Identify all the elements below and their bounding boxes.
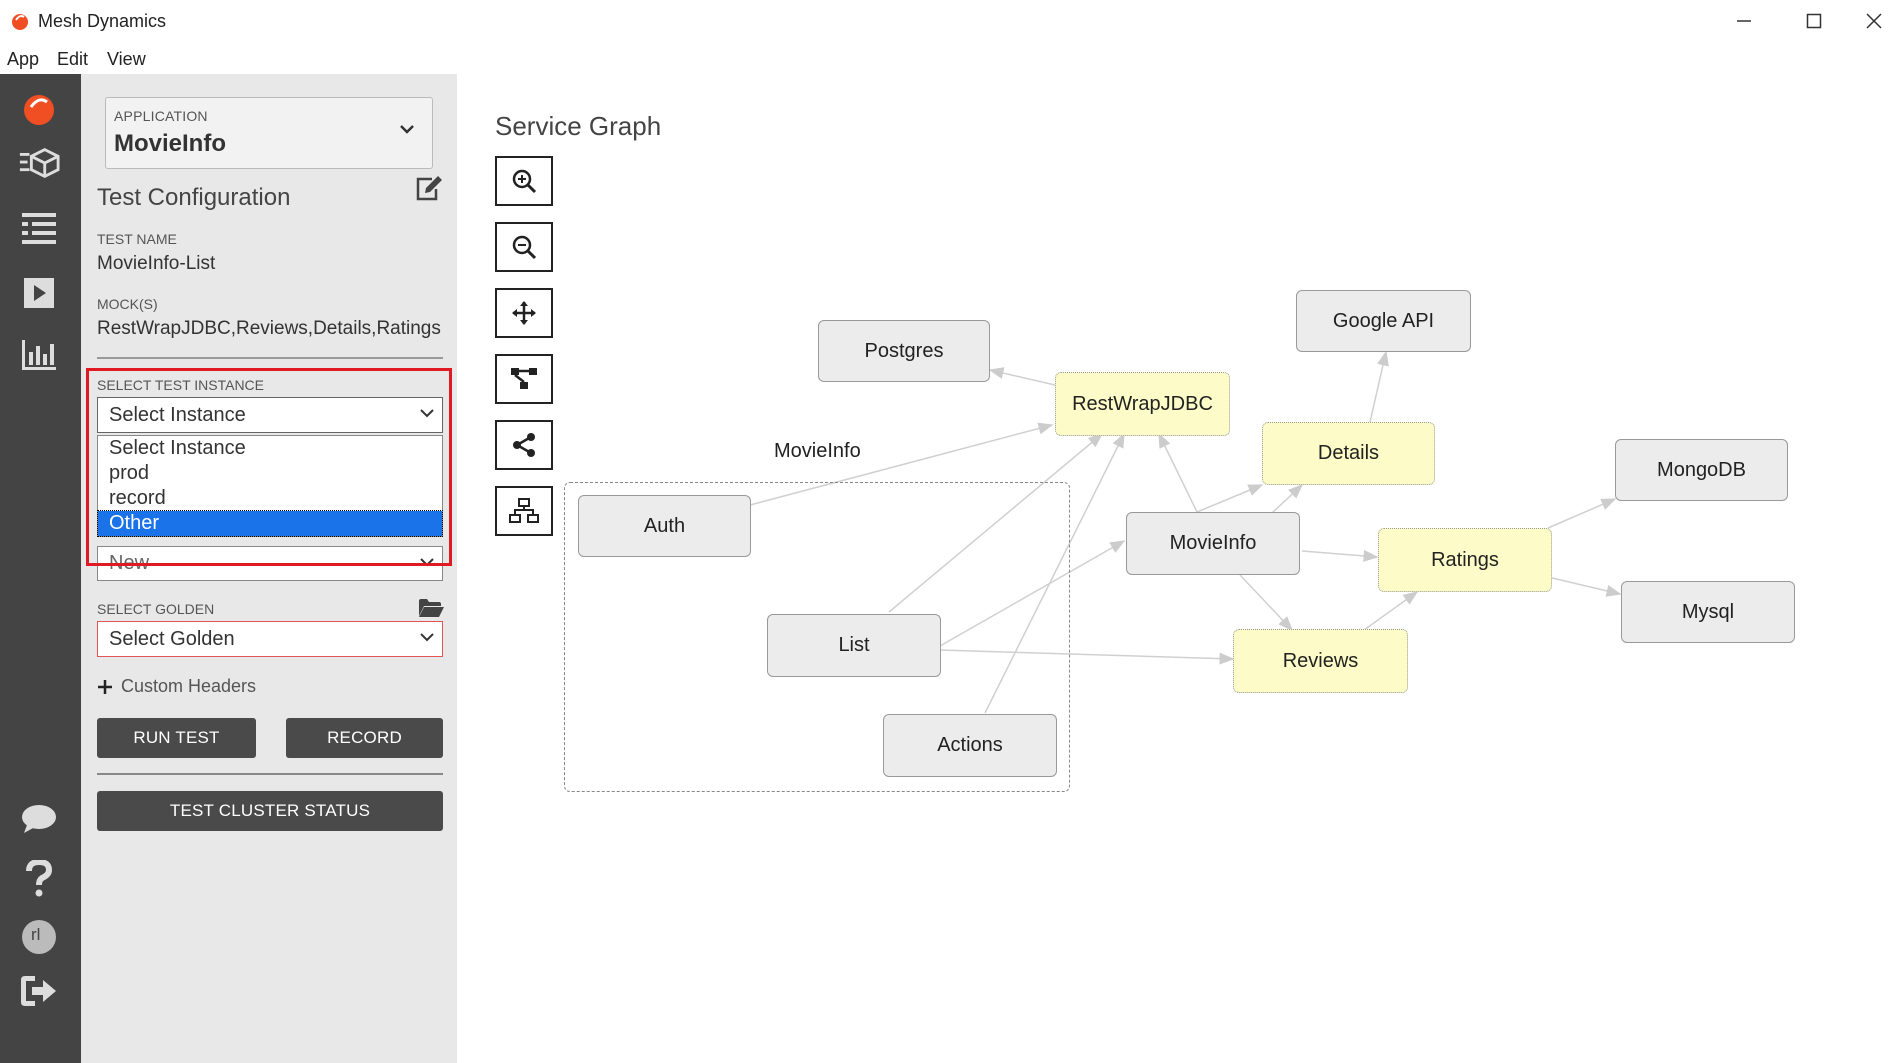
layout-tree-button[interactable] xyxy=(495,354,553,404)
divider xyxy=(97,357,443,359)
hierarchy-button[interactable] xyxy=(495,486,553,536)
dropdown-option[interactable]: record xyxy=(109,487,166,509)
node-auth[interactable]: Auth xyxy=(578,495,751,557)
folder-open-icon[interactable] xyxy=(418,598,444,618)
application-select[interactable]: APPLICATION MovieInfo xyxy=(105,97,433,169)
edit-icon[interactable] xyxy=(415,176,443,202)
sitemap-icon xyxy=(509,498,539,523)
edge xyxy=(1271,483,1304,514)
minimize-icon xyxy=(1737,20,1751,22)
dropdown-option[interactable]: Select Instance xyxy=(109,437,246,459)
node-postgres[interactable]: Postgres xyxy=(818,320,990,382)
test-name-value: MovieInfo-List xyxy=(97,253,216,274)
node-ratings[interactable]: Ratings xyxy=(1378,528,1552,592)
section-title: Test Configuration xyxy=(97,184,291,211)
movieinfo-group xyxy=(564,482,1070,792)
mesh-logo-icon xyxy=(12,14,28,30)
test-cluster-status-button[interactable]: TEST CLUSTER STATUS xyxy=(97,791,443,831)
edge xyxy=(1547,498,1617,529)
title-bar: Mesh Dynamics xyxy=(0,0,1891,42)
list-icon[interactable] xyxy=(18,208,60,250)
node-restwrapjdbc[interactable]: RestWrapJDBC xyxy=(1055,372,1230,436)
edge xyxy=(1196,484,1264,513)
record-button[interactable]: RECORD xyxy=(286,718,443,758)
close-button[interactable] xyxy=(1856,6,1891,36)
play-icon[interactable] xyxy=(18,272,60,314)
node-mysql[interactable]: Mysql xyxy=(1621,581,1795,643)
highlight-box xyxy=(86,368,452,566)
edge xyxy=(1239,574,1294,632)
node-movieinfo[interactable]: MovieInfo xyxy=(1126,512,1300,575)
golden-select[interactable]: Select Golden xyxy=(97,621,443,657)
zoom-out-button[interactable] xyxy=(495,222,553,272)
menu-app[interactable]: App xyxy=(7,49,40,69)
golden-value: Select Golden xyxy=(109,628,235,650)
maximize-icon xyxy=(1806,13,1822,29)
share-button[interactable] xyxy=(495,420,553,470)
chat-icon[interactable] xyxy=(18,798,60,840)
minimize-button[interactable] xyxy=(1716,6,1772,36)
nav-rail: rl xyxy=(0,74,81,1063)
dropdown-option[interactable]: prod xyxy=(109,462,150,484)
chevron-down-icon xyxy=(420,409,434,418)
application-value: MovieInfo xyxy=(114,130,226,157)
edge xyxy=(988,367,1056,386)
avatar-initials: rl xyxy=(31,925,41,944)
edge xyxy=(1369,350,1389,423)
chevron-down-icon xyxy=(400,125,414,134)
graph-title: Service Graph xyxy=(495,111,662,141)
help-icon[interactable] xyxy=(18,858,60,900)
menu-edit[interactable]: Edit xyxy=(57,49,89,69)
mocks-value: RestWrapJDBC,Reviews,Details,Ratings xyxy=(97,318,441,339)
node-reviews[interactable]: Reviews xyxy=(1233,629,1408,693)
node-details[interactable]: Details xyxy=(1262,422,1435,485)
edge xyxy=(1547,576,1622,597)
move-icon xyxy=(512,301,536,325)
chevron-down-icon xyxy=(420,633,434,642)
zoom-out-icon xyxy=(512,235,537,260)
maximize-button[interactable] xyxy=(1786,6,1842,36)
custom-headers-label: Custom Headers xyxy=(121,676,257,696)
close-icon xyxy=(1865,13,1882,29)
edge xyxy=(1158,432,1198,513)
pan-button[interactable] xyxy=(495,288,553,338)
analytics-icon[interactable] xyxy=(18,334,60,376)
plus-icon xyxy=(98,679,112,694)
group-label: MovieInfo xyxy=(774,440,861,462)
divider xyxy=(97,773,443,775)
node-mongodb[interactable]: MongoDB xyxy=(1615,439,1788,501)
node-list[interactable]: List xyxy=(767,614,941,677)
logout-icon[interactable] xyxy=(18,970,60,1012)
zoom-in-button[interactable] xyxy=(495,156,553,206)
tree-layout-icon xyxy=(511,368,537,389)
golden-label: SELECT GOLDEN xyxy=(97,601,215,617)
avatar[interactable]: rl xyxy=(18,916,60,958)
window-title: Mesh Dynamics xyxy=(38,11,167,31)
run-test-button[interactable]: RUN TEST xyxy=(97,718,256,758)
mocks-label: MOCK(S) xyxy=(97,296,158,312)
home-logo-icon[interactable] xyxy=(18,88,60,130)
share-icon xyxy=(513,433,535,457)
test-name-label: TEST NAME xyxy=(97,231,177,247)
zoom-in-icon xyxy=(512,169,537,194)
custom-headers-button[interactable]: Custom Headers xyxy=(97,676,256,697)
edge xyxy=(1301,549,1379,562)
services-icon[interactable] xyxy=(18,142,60,184)
dropdown-option-selected[interactable]: Other xyxy=(97,510,443,537)
application-label: APPLICATION xyxy=(114,108,208,124)
menu-view[interactable]: View xyxy=(107,49,146,69)
node-google-api[interactable]: Google API xyxy=(1296,290,1471,352)
test-instance-value: Select Instance xyxy=(109,404,246,426)
node-actions[interactable]: Actions xyxy=(883,714,1057,777)
test-instance-select[interactable]: Select Instance xyxy=(97,397,443,433)
test-instance-label: SELECT TEST INSTANCE xyxy=(97,377,265,393)
edge xyxy=(1363,591,1419,631)
test-instance-dropdown: Select Instance prod record Other xyxy=(97,435,443,537)
menu-bar: App Edit View xyxy=(0,43,1891,73)
